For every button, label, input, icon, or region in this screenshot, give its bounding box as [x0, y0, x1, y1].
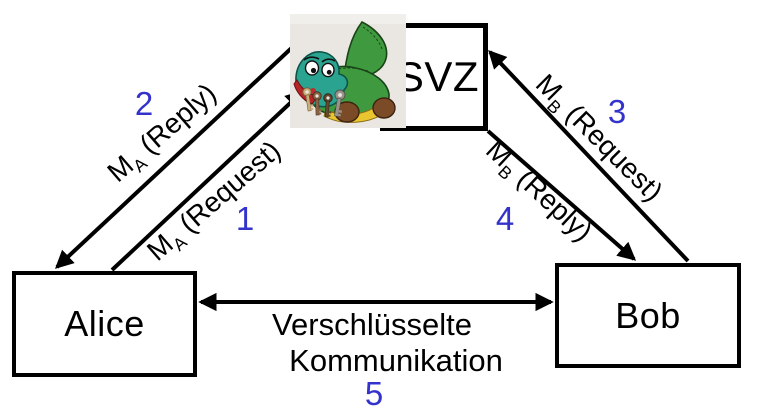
- arrow-reply-b: [486, 129, 637, 261]
- step-number-5: 5: [364, 375, 384, 412]
- step-number-2: 2: [134, 85, 154, 122]
- comm-label-line1: Verschlüsselte: [272, 307, 472, 342]
- arrow-request-a: [110, 90, 305, 272]
- node-alice: Alice: [12, 271, 197, 377]
- comm-label-line2: Kommunikation: [289, 343, 503, 378]
- crocodile-with-keys-image: [290, 14, 406, 128]
- node-bob: Bob: [555, 263, 741, 368]
- step-number-3: 3: [607, 93, 627, 130]
- arrow-request-b: [488, 49, 690, 263]
- node-svz-label: SVZ: [395, 53, 479, 100]
- arrow-reply-a: [54, 40, 300, 269]
- step-number-4: 4: [495, 200, 515, 237]
- step-number-1: 1: [235, 200, 255, 237]
- node-alice-label: Alice: [64, 303, 145, 344]
- node-bob-label: Bob: [615, 294, 681, 336]
